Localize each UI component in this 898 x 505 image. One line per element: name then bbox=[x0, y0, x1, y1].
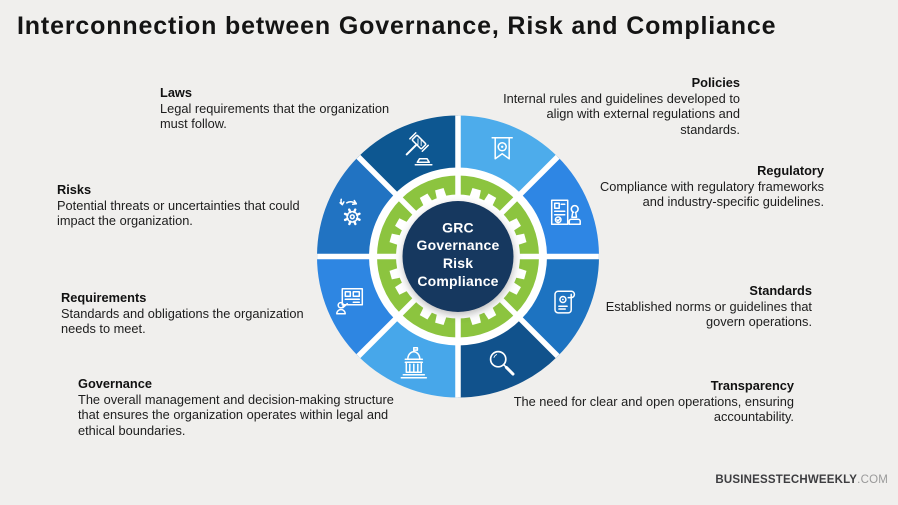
label-standards: Standards bbox=[749, 283, 812, 298]
segment-policies bbox=[458, 115, 558, 194]
gavel-icon bbox=[405, 132, 433, 166]
segment-transparency bbox=[458, 319, 558, 398]
scroll-icon bbox=[554, 290, 576, 314]
label-block-requirements: Requirements Standards and obligations t… bbox=[61, 290, 304, 337]
label-governance: Governance bbox=[78, 376, 152, 391]
center-text-line: Compliance bbox=[417, 273, 498, 289]
person-board-icon bbox=[336, 287, 364, 315]
gear-tooth bbox=[467, 308, 481, 325]
gear-tooth bbox=[435, 188, 449, 205]
gear-tooth bbox=[480, 193, 497, 211]
footer-brand-name: BUSINESSTECHWEEKLY bbox=[715, 474, 858, 486]
desc-governance: The overall management and decision-maki… bbox=[78, 391, 394, 438]
label-policies: Policies bbox=[691, 75, 740, 90]
page-title: Interconnection between Governance, Risk… bbox=[17, 12, 777, 40]
desc-laws: Legal requirements that the organization… bbox=[160, 100, 390, 132]
label-laws: Laws bbox=[160, 85, 193, 100]
center-circle bbox=[402, 201, 514, 312]
label-block-risks: Risks Potential threats or uncertainties… bbox=[57, 182, 300, 229]
footer-brand-suffix: .COM bbox=[857, 474, 888, 486]
segment-separator bbox=[489, 288, 560, 359]
label-risks: Risks bbox=[57, 182, 92, 197]
magnifier-icon bbox=[489, 350, 515, 376]
gear-tooth bbox=[480, 302, 497, 320]
label-requirements: Requirements bbox=[61, 290, 147, 305]
segment-risks bbox=[317, 156, 396, 257]
desc-requirements: Standards and obligations the organizati… bbox=[61, 305, 304, 337]
segment-separator bbox=[356, 154, 427, 225]
desc-policies: Internal rules and guidelines developed … bbox=[503, 90, 740, 137]
banner-award-icon bbox=[491, 137, 513, 160]
gear-tooth bbox=[395, 279, 413, 295]
label-block-governance: Governance The overall management and de… bbox=[78, 376, 394, 438]
gear-tooth bbox=[389, 266, 406, 280]
gears-arrows-icon bbox=[339, 198, 361, 226]
center-text-line: Risk bbox=[443, 255, 473, 271]
gear-tooth bbox=[510, 266, 527, 280]
label-block-policies: Policies Internal rules and guidelines d… bbox=[503, 75, 740, 137]
gear-tooth bbox=[467, 188, 481, 205]
desc-regulatory: Compliance with regulatory frameworks an… bbox=[599, 178, 824, 210]
label-transparency: Transparency bbox=[710, 378, 794, 393]
gear-tooth bbox=[395, 218, 413, 234]
document-stamp-icon bbox=[550, 199, 581, 226]
desc-standards: Established norms or guidelines that gov… bbox=[605, 298, 812, 330]
label-block-regulatory: Regulatory Compliance with regulatory fr… bbox=[600, 163, 824, 210]
segment-separator bbox=[489, 154, 560, 225]
label-regulatory: Regulatory bbox=[757, 163, 824, 178]
gear-tooth bbox=[419, 302, 436, 320]
label-block-standards: Standards Established norms or guideline… bbox=[606, 283, 812, 330]
desc-risks: Potential threats or uncertainties that … bbox=[57, 197, 300, 229]
segment-separator bbox=[356, 288, 427, 359]
gear-tooth bbox=[510, 233, 527, 247]
segment-requirements bbox=[317, 256, 396, 357]
capitol-icon bbox=[400, 346, 428, 379]
gear-tooth bbox=[419, 193, 436, 211]
gear-tooth bbox=[389, 233, 406, 247]
center-text-line: Governance bbox=[417, 237, 500, 253]
segment-laws bbox=[358, 115, 458, 194]
footer-brand: BUSINESSTECHWEEKLY.COM bbox=[715, 474, 888, 486]
desc-transparency: The need for clear and open operations, … bbox=[513, 393, 794, 425]
label-block-laws: Laws Legal requirements that the organiz… bbox=[160, 85, 389, 132]
gear-tooth bbox=[435, 308, 449, 325]
gear-tooth bbox=[503, 218, 521, 234]
center-text-line: GRC bbox=[442, 219, 474, 235]
label-block-transparency: Transparency The need for clear and open… bbox=[514, 378, 794, 425]
gear-tooth bbox=[503, 279, 521, 295]
